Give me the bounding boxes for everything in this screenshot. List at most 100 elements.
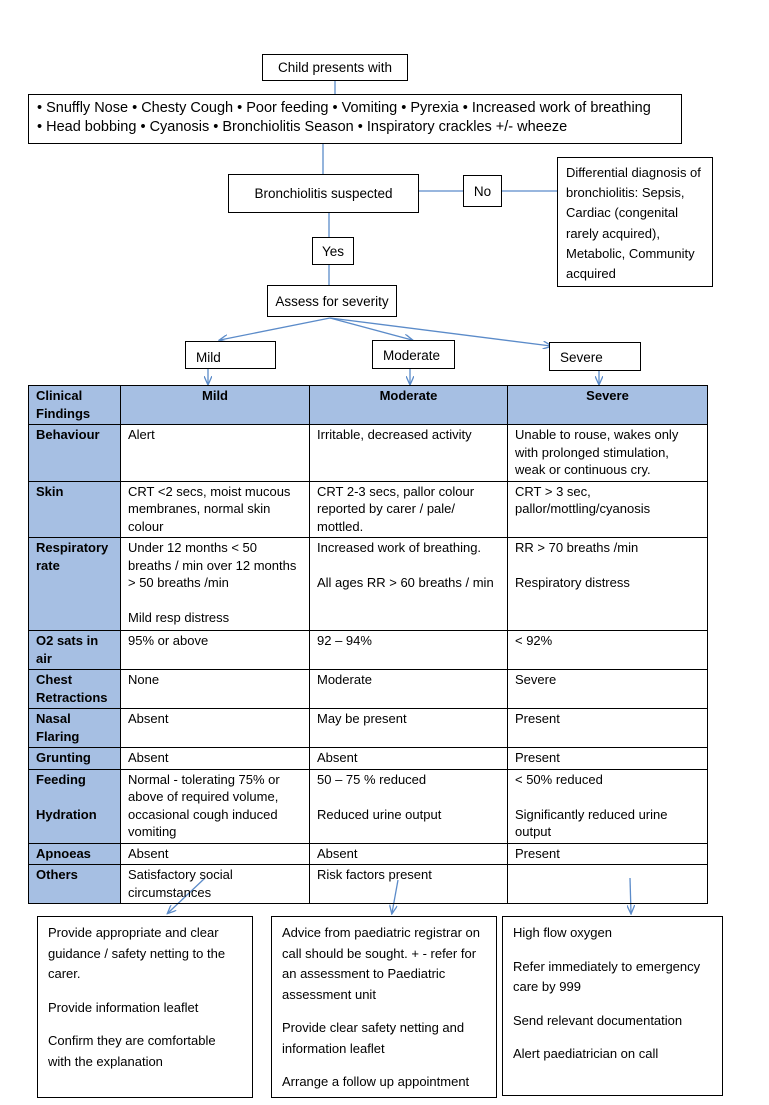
cell-label: Others (28, 864, 121, 904)
cell-label: Respiratory rate (28, 537, 121, 631)
cell-moderate: Absent (309, 842, 508, 865)
cell-severe: Unable to rouse, wakes only with prolong… (507, 424, 708, 482)
moderate-node: Moderate (372, 340, 455, 369)
cell-moderate: Moderate (309, 669, 508, 709)
cell-moderate: Absent (309, 747, 508, 770)
cell-severe: RR > 70 breaths /min Respiratory distres… (507, 537, 708, 631)
cell-label: Nasal Flaring (28, 708, 121, 748)
bullet-icon: • (332, 100, 342, 116)
bullet-icon: • (132, 100, 142, 116)
cell-label: Chest Retractions (28, 669, 121, 709)
cell-severe (507, 864, 708, 904)
symptom-item: Increased work of breathing (471, 100, 651, 116)
cell-moderate: May be present (309, 708, 508, 748)
bullet-icon: • (213, 119, 223, 135)
cell-moderate: 50 – 75 % reduced Reduced urine output (309, 768, 508, 844)
clinical-findings-table: Clinical Findings Mild Moderate Severe B… (28, 385, 708, 904)
cell-moderate: 92 – 94% (309, 630, 508, 670)
start-node: Child presents with (262, 54, 408, 81)
mild-action: Provide information leaflet (48, 999, 199, 1015)
bullet-icon: • (462, 100, 472, 116)
cell-severe: Present (507, 708, 708, 748)
cell-label: O2 sats in air (28, 630, 121, 670)
header-mild: Mild (120, 385, 310, 425)
differential-diagnosis-box: Differential diagnosis of bronchiolitis:… (557, 157, 713, 287)
cell-severe: CRT > 3 sec, pallor/mottling/cyanosis (507, 480, 708, 538)
cell-mild: Absent (120, 842, 310, 865)
cell-mild: Alert (120, 424, 310, 482)
cell-moderate: Risk factors present (309, 864, 508, 904)
mild-actions-box: Provide appropriate and clear guidance /… (37, 916, 253, 1098)
symptom-item: Cyanosis (149, 119, 210, 135)
symptom-item: Inspiratory crackles +/- wheeze (366, 119, 568, 135)
mild-action: Confirm they are comfortable with the ex… (48, 1033, 216, 1069)
header-clinical-findings: Clinical Findings (28, 385, 121, 425)
cell-moderate: Increased work of breathing. All ages RR… (309, 537, 508, 631)
cell-moderate: CRT 2-3 secs, pallor colour reported by … (309, 480, 508, 538)
cell-mild: Under 12 months < 50 breaths / min over … (120, 537, 310, 631)
symptom-item: Vomiting (341, 100, 398, 116)
moderate-actions-box: Advice from paediatric registrar on call… (271, 916, 497, 1098)
cell-severe: Present (507, 842, 708, 865)
symptom-item: Chesty Cough (141, 100, 234, 116)
bullet-icon: • (357, 119, 367, 135)
moderate-action: Arrange a follow up appointment (282, 1074, 470, 1089)
cell-label: Behaviour (28, 424, 121, 482)
cell-severe: < 92% (507, 630, 708, 670)
symptom-item: Bronchiolitis Season (222, 119, 354, 135)
cell-label: Skin (28, 480, 121, 538)
symptom-item: Snuffly Nose (46, 100, 129, 116)
mild-node: Mild (185, 341, 276, 369)
symptom-item: Pyrexia (410, 100, 459, 116)
cell-severe: Severe (507, 669, 708, 709)
symptom-item: Head bobbing (46, 119, 137, 135)
moderate-action: Provide clear safety netting and informa… (282, 1020, 465, 1056)
assess-severity-node: Assess for severity (267, 285, 397, 317)
mild-action: Provide appropriate and clear guidance /… (48, 925, 226, 981)
arrow-to-moderate (329, 317, 412, 340)
bullet-icon: • (37, 100, 47, 116)
header-severe: Severe (507, 385, 708, 425)
cell-label: Apnoeas (28, 842, 121, 865)
severe-actions-box: High flow oxygen Refer immediately to em… (502, 916, 723, 1096)
cell-label: Grunting (28, 747, 121, 770)
bronchiolitis-suspected-node: Bronchiolitis suspected (228, 174, 419, 213)
bullet-icon: • (237, 100, 247, 116)
cell-mild: Absent (120, 747, 310, 770)
header-moderate: Moderate (309, 385, 508, 425)
severe-action: Send relevant documentation (513, 1012, 683, 1028)
bullet-icon: • (401, 100, 411, 116)
no-node: No (463, 175, 502, 207)
severe-action: Refer immediately to emergency care by 9… (513, 958, 701, 995)
severe-action: High flow oxygen (513, 925, 612, 940)
cell-mild: 95% or above (120, 630, 310, 670)
symptom-item: Poor feeding (246, 100, 329, 116)
yes-node: Yes (312, 237, 354, 265)
arrow-to-mild (220, 317, 331, 340)
cell-severe: Present (507, 747, 708, 770)
cell-moderate: Irritable, decreased activity (309, 424, 508, 482)
cell-mild: Satisfactory social circumstances (120, 864, 310, 904)
severe-action: Alert paediatrician on call (513, 1046, 659, 1061)
cell-mild: None (120, 669, 310, 709)
severe-node: Severe (549, 342, 641, 371)
bullet-icon: • (140, 119, 150, 135)
cell-label: Feeding Hydration (28, 768, 121, 844)
cell-mild: Normal - tolerating 75% or above of requ… (120, 768, 310, 844)
moderate-action: Advice from paediatric registrar on call… (282, 925, 480, 1002)
symptoms-box: • Snuffly Nose • Chesty Cough • Poor fee… (28, 94, 682, 144)
cell-mild: Absent (120, 708, 310, 748)
cell-mild: CRT <2 secs, moist mucous membranes, nor… (120, 480, 310, 538)
cell-severe: < 50% reduced Significantly reduced urin… (507, 768, 708, 844)
bullet-icon: • (37, 119, 47, 135)
